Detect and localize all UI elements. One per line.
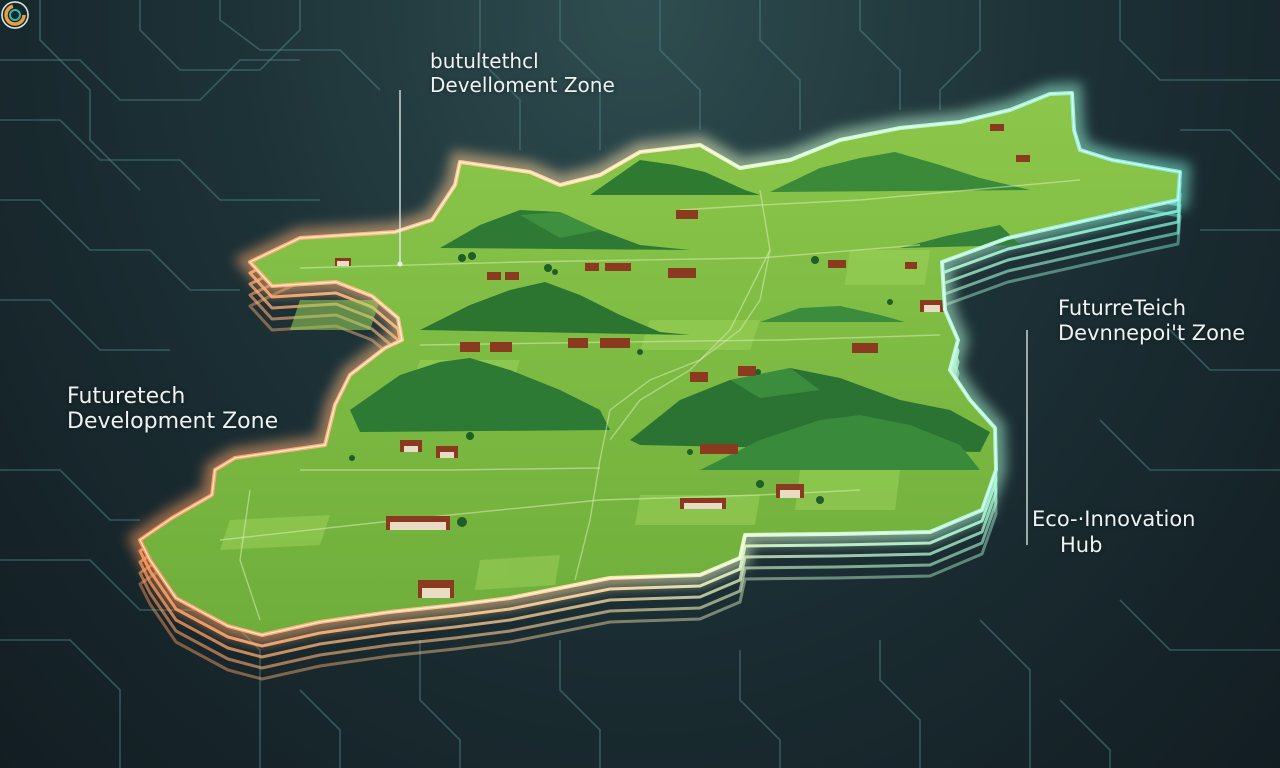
left-zone-label-line2: Development Zone — [67, 409, 279, 434]
left-zone-label-line1: Futuretech — [67, 384, 186, 409]
top-zone-label-line2: Develloment Zone — [430, 73, 615, 97]
right-zone-marker-icon[interactable] — [0, 0, 30, 30]
left-zone-label: Futuretech Development Zone — [67, 384, 278, 434]
right-zone-label-line2: Devnnepoi't Zone — [1058, 321, 1246, 345]
village-houses — [335, 124, 1030, 598]
right-zone-label: FuturreTeich Devnnepoi't Zone — [1058, 296, 1245, 346]
label-leader-lines — [399, 90, 1028, 545]
tree-clusters — [349, 252, 893, 527]
top-zone-label: butultethcl Develloment Zone — [430, 49, 615, 97]
land-region — [140, 93, 1180, 635]
eco-hub-label: Eco-·Innovation Hub — [1032, 506, 1196, 558]
eco-hub-label-line2: Hub — [1060, 533, 1103, 557]
mountain-ranges — [350, 152, 1030, 470]
eco-hub-label-line1: Eco-·Innovation — [1032, 507, 1196, 531]
top-zone-label-line1: butultethcl — [430, 49, 539, 73]
right-zone-label-line1: FuturreTeich — [1058, 296, 1187, 320]
